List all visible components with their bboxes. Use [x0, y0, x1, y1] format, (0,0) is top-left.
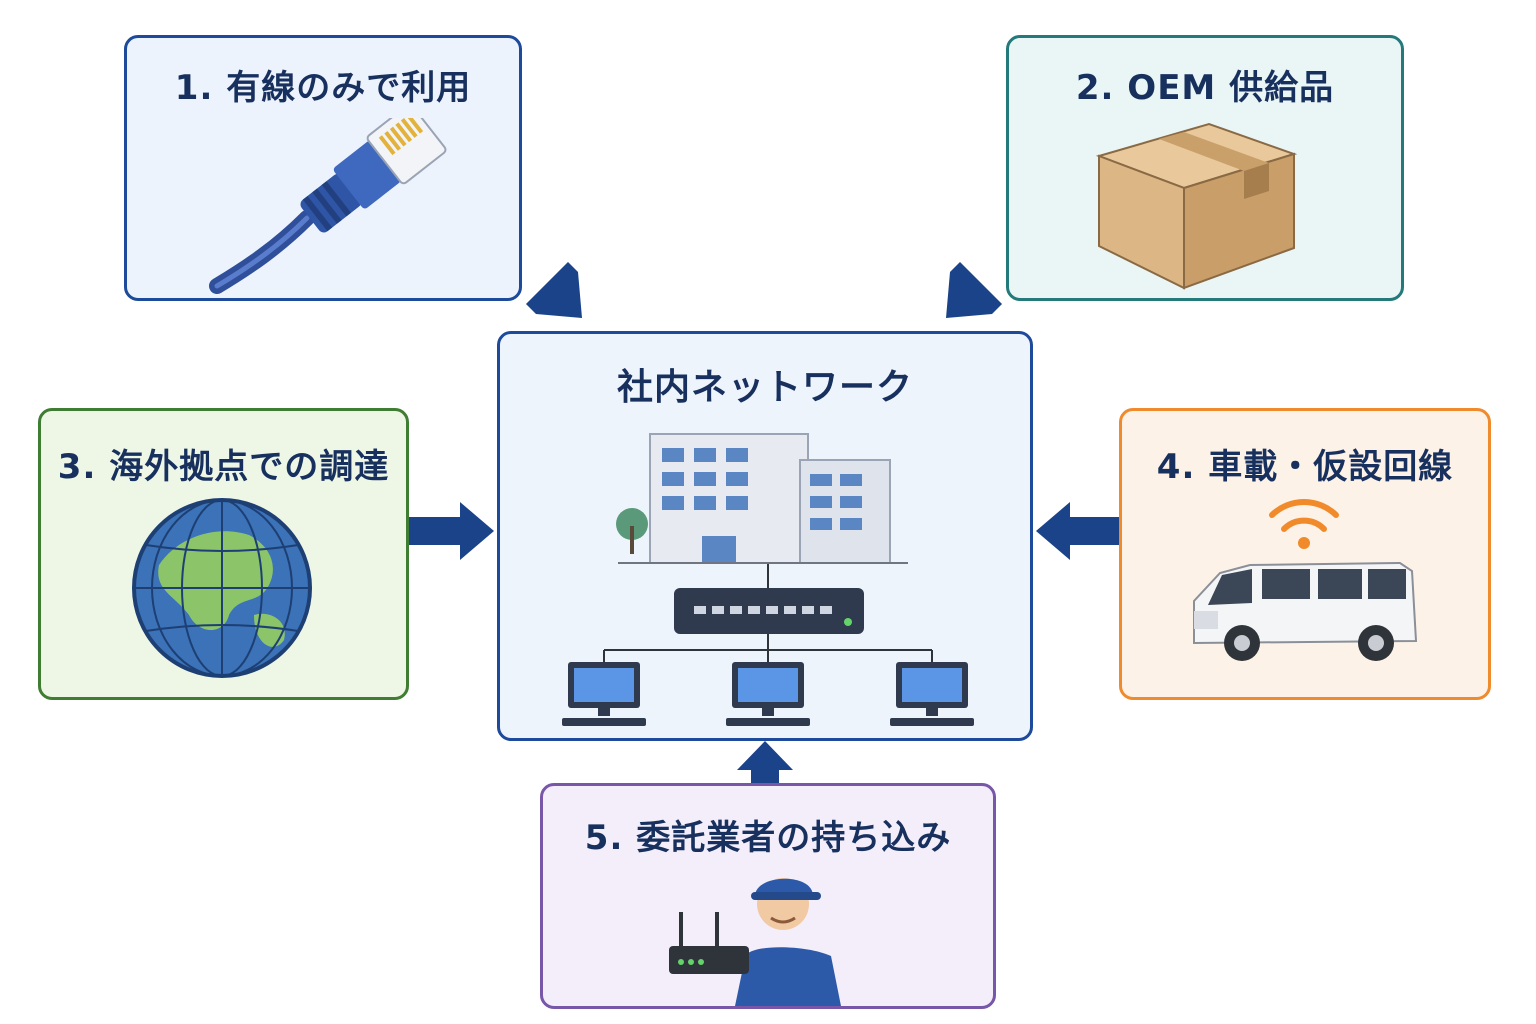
arrow-2-to-center	[946, 262, 1002, 318]
arrow-3-to-center	[409, 502, 494, 560]
office-building-icon	[616, 433, 908, 564]
pc-icon	[562, 662, 646, 726]
arrow-1-to-center	[526, 262, 582, 318]
ethernet-cable-icon	[209, 118, 447, 294]
source-box-wired-only: 1. 有線のみで利用	[124, 35, 522, 301]
globe-icon	[132, 498, 312, 678]
van-wifi-icon	[1193, 499, 1418, 661]
pc-icon	[890, 662, 974, 726]
arrow-5-to-center	[737, 741, 793, 783]
source-title: 1. 有線のみで利用	[174, 68, 472, 108]
source-title: 5. 委託業者の持ち込み	[584, 818, 952, 858]
source-box-overseas-procurement: 3. 海外拠点での調達	[38, 408, 409, 700]
center-title: 社内ネットワーク	[616, 367, 913, 408]
source-box-oem-supply: 2. OEM 供給品	[1006, 35, 1404, 301]
source-title: 3. 海外拠点での調達	[57, 447, 390, 487]
source-box-contractor-device: 5. 委託業者の持ち込み	[540, 783, 996, 1009]
source-title: 4. 車載・仮設回線	[1156, 447, 1454, 487]
pc-icon	[726, 662, 810, 726]
network-topology-icon	[562, 564, 974, 726]
contractor-router-icon	[669, 878, 841, 1006]
cardboard-box-icon	[1095, 122, 1298, 290]
arrow-4-to-center	[1036, 502, 1119, 560]
source-title: 2. OEM 供給品	[1075, 68, 1335, 108]
source-box-vehicle-temporary-line: 4. 車載・仮設回線	[1119, 408, 1491, 700]
central-corporate-network: 社内ネットワーク	[497, 331, 1033, 741]
